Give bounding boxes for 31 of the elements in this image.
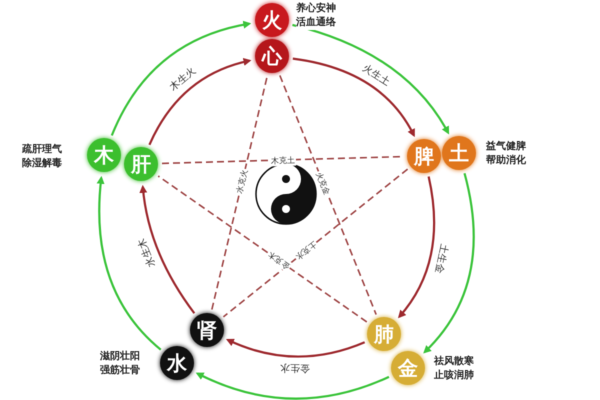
edge-label: 水克火 — [234, 167, 251, 196]
arrow — [196, 372, 390, 400]
connector-line — [158, 175, 368, 323]
note-text: 滋阴壮阳强筋壮骨 — [98, 350, 140, 378]
element-circle: 水 — [160, 346, 194, 380]
element-circle: 肾 — [190, 313, 224, 347]
note-text: 祛风散寒止咳润肺 — [434, 355, 476, 383]
arrow — [96, 176, 162, 350]
arrow — [398, 176, 436, 318]
arrow — [110, 21, 252, 136]
arrow — [148, 58, 252, 146]
element-circle: 木 — [87, 138, 121, 172]
edge-label: 木克土 — [269, 154, 296, 166]
element-circle: 土 — [442, 136, 476, 170]
arrow — [292, 24, 450, 134]
connector-line — [211, 76, 268, 310]
arrow — [226, 338, 366, 358]
edge-label: 土生金 — [432, 242, 450, 276]
element-circle: 心 — [255, 39, 289, 73]
note-text: 养心安神活血通络 — [296, 2, 338, 30]
arrow — [139, 184, 196, 314]
element-circle: 脾 — [407, 139, 441, 173]
edge-label: 金生水 — [279, 362, 312, 374]
element-circle: 火 — [255, 3, 289, 37]
element-circle: 肝 — [124, 147, 158, 181]
element-circle: 金 — [391, 351, 425, 385]
element-circle: 肺 — [367, 317, 401, 351]
connector-line — [222, 168, 408, 318]
connector-line — [279, 75, 377, 315]
arrow — [292, 58, 415, 138]
arrow — [423, 173, 475, 354]
